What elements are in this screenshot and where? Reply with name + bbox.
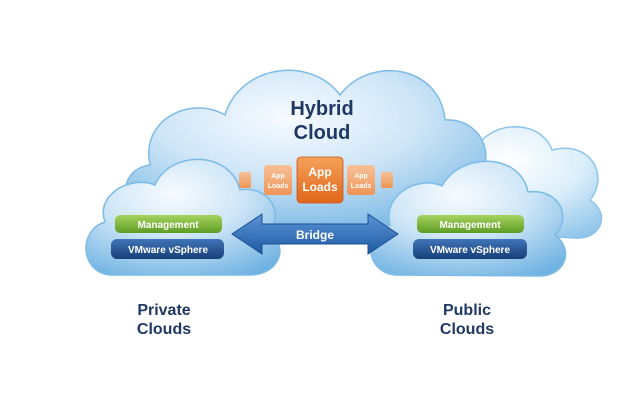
private-vsphere-label: VMware vSphere [128, 245, 208, 256]
app-loads-small-right-line2: Loads [351, 183, 372, 190]
bridge-arrow: Bridge [231, 213, 399, 255]
public-vsphere-button[interactable] [413, 239, 527, 259]
public-cloud: Management VMware vSphere [370, 160, 567, 277]
public-cloud-caption-line1: Public [443, 302, 491, 319]
app-loads-main-line1: App [308, 165, 331, 179]
bridge-label: Bridge [296, 228, 334, 242]
hybrid-cloud-title-line2: Cloud [294, 122, 351, 144]
public-vsphere-label: VMware vSphere [430, 245, 510, 256]
public-cloud-caption-line2: Clouds [440, 321, 494, 338]
app-loads-small-left-line1: App [271, 173, 285, 180]
private-cloud: Management VMware vSphere [85, 158, 281, 276]
private-cloud-caption-line2: Clouds [137, 321, 191, 338]
public-management-button[interactable] [417, 215, 524, 233]
app-loads-main-line2: Loads [302, 180, 338, 194]
app-loads-small-left-line2: Loads [268, 183, 289, 190]
app-loads-cluster: App Loads App Loads App Loads [239, 156, 393, 204]
public-management-label: Management [439, 220, 501, 231]
private-management-button[interactable] [115, 215, 222, 233]
private-cloud-caption-line1: Private [137, 302, 190, 319]
app-loads-tiny-left [239, 172, 251, 188]
app-loads-small-right [347, 165, 375, 195]
hybrid-cloud-title-line1: Hybrid [290, 98, 353, 120]
app-loads-small-right-line1: App [354, 173, 368, 180]
app-loads-main [296, 156, 344, 204]
app-loads-tiny-right [381, 172, 393, 188]
private-vsphere-button[interactable] [111, 239, 224, 259]
private-management-label: Management [137, 220, 199, 231]
app-loads-small-left [264, 165, 292, 195]
